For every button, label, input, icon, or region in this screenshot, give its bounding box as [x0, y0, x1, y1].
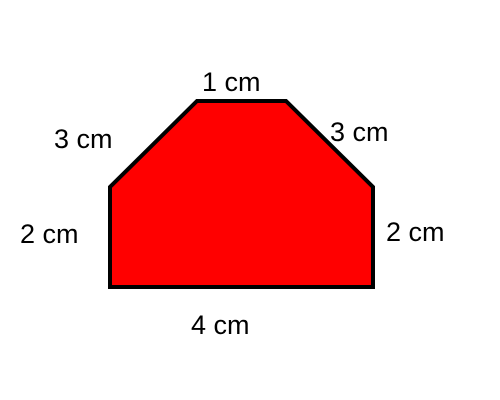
label-bottom-side: 4 cm: [191, 310, 250, 340]
label-upper-left-side: 3 cm: [54, 124, 113, 154]
red-hexagon-shape: [108, 99, 375, 289]
label-left-side: 2 cm: [20, 219, 79, 249]
label-upper-right-side: 3 cm: [330, 117, 389, 147]
label-top-side: 1 cm: [202, 67, 261, 97]
label-right-side: 2 cm: [386, 217, 445, 247]
